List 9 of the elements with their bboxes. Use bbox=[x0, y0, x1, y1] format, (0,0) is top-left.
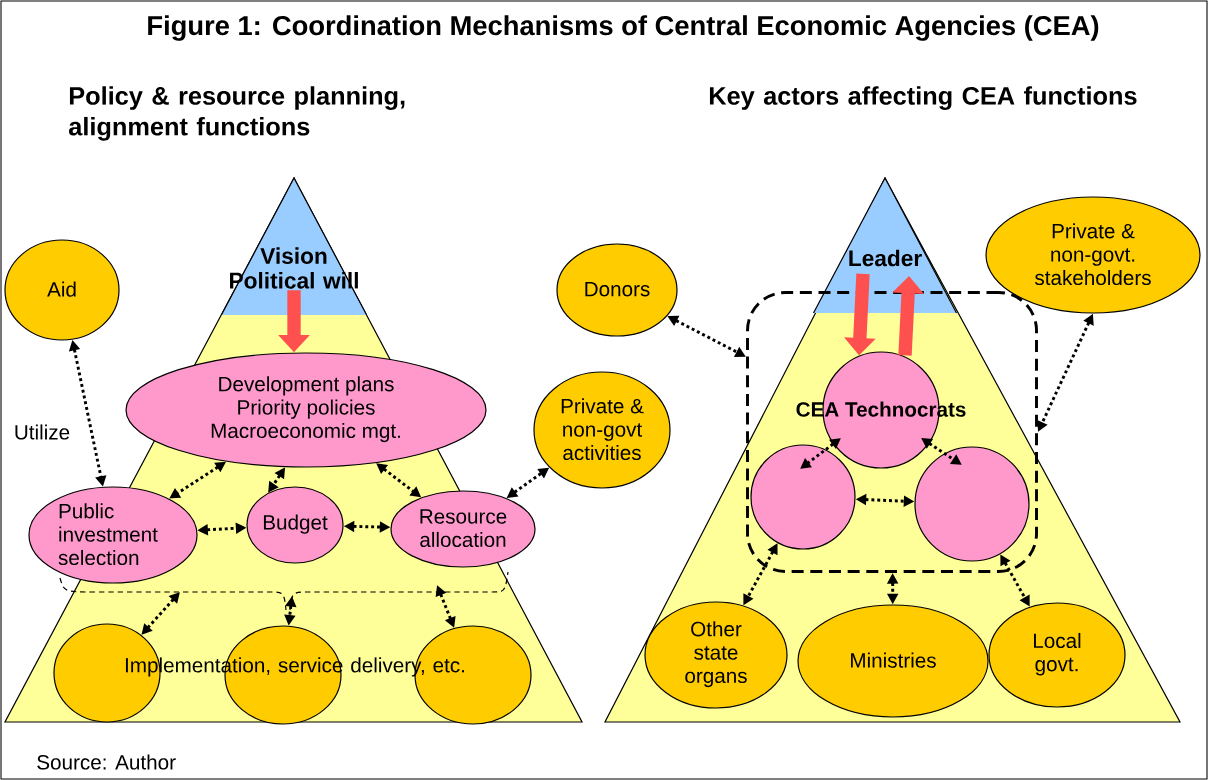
section-heading: Key actors affecting CEA functions bbox=[709, 86, 1137, 110]
dashed-boundary bbox=[746, 291, 1038, 573]
edge-label: Utilize bbox=[12, 423, 72, 441]
figure-title: Figure 1: Coordination Mechanisms of Central Economic Agencies (CEA) bbox=[148, 15, 1099, 41]
actor-circle bbox=[750, 444, 856, 550]
source-note: Source: Author bbox=[37, 754, 176, 770]
actor-circle bbox=[914, 446, 1030, 562]
section-heading: Policy & resource planning, alignment functions bbox=[69, 86, 405, 141]
apex-triangle: Leader bbox=[812, 176, 958, 314]
